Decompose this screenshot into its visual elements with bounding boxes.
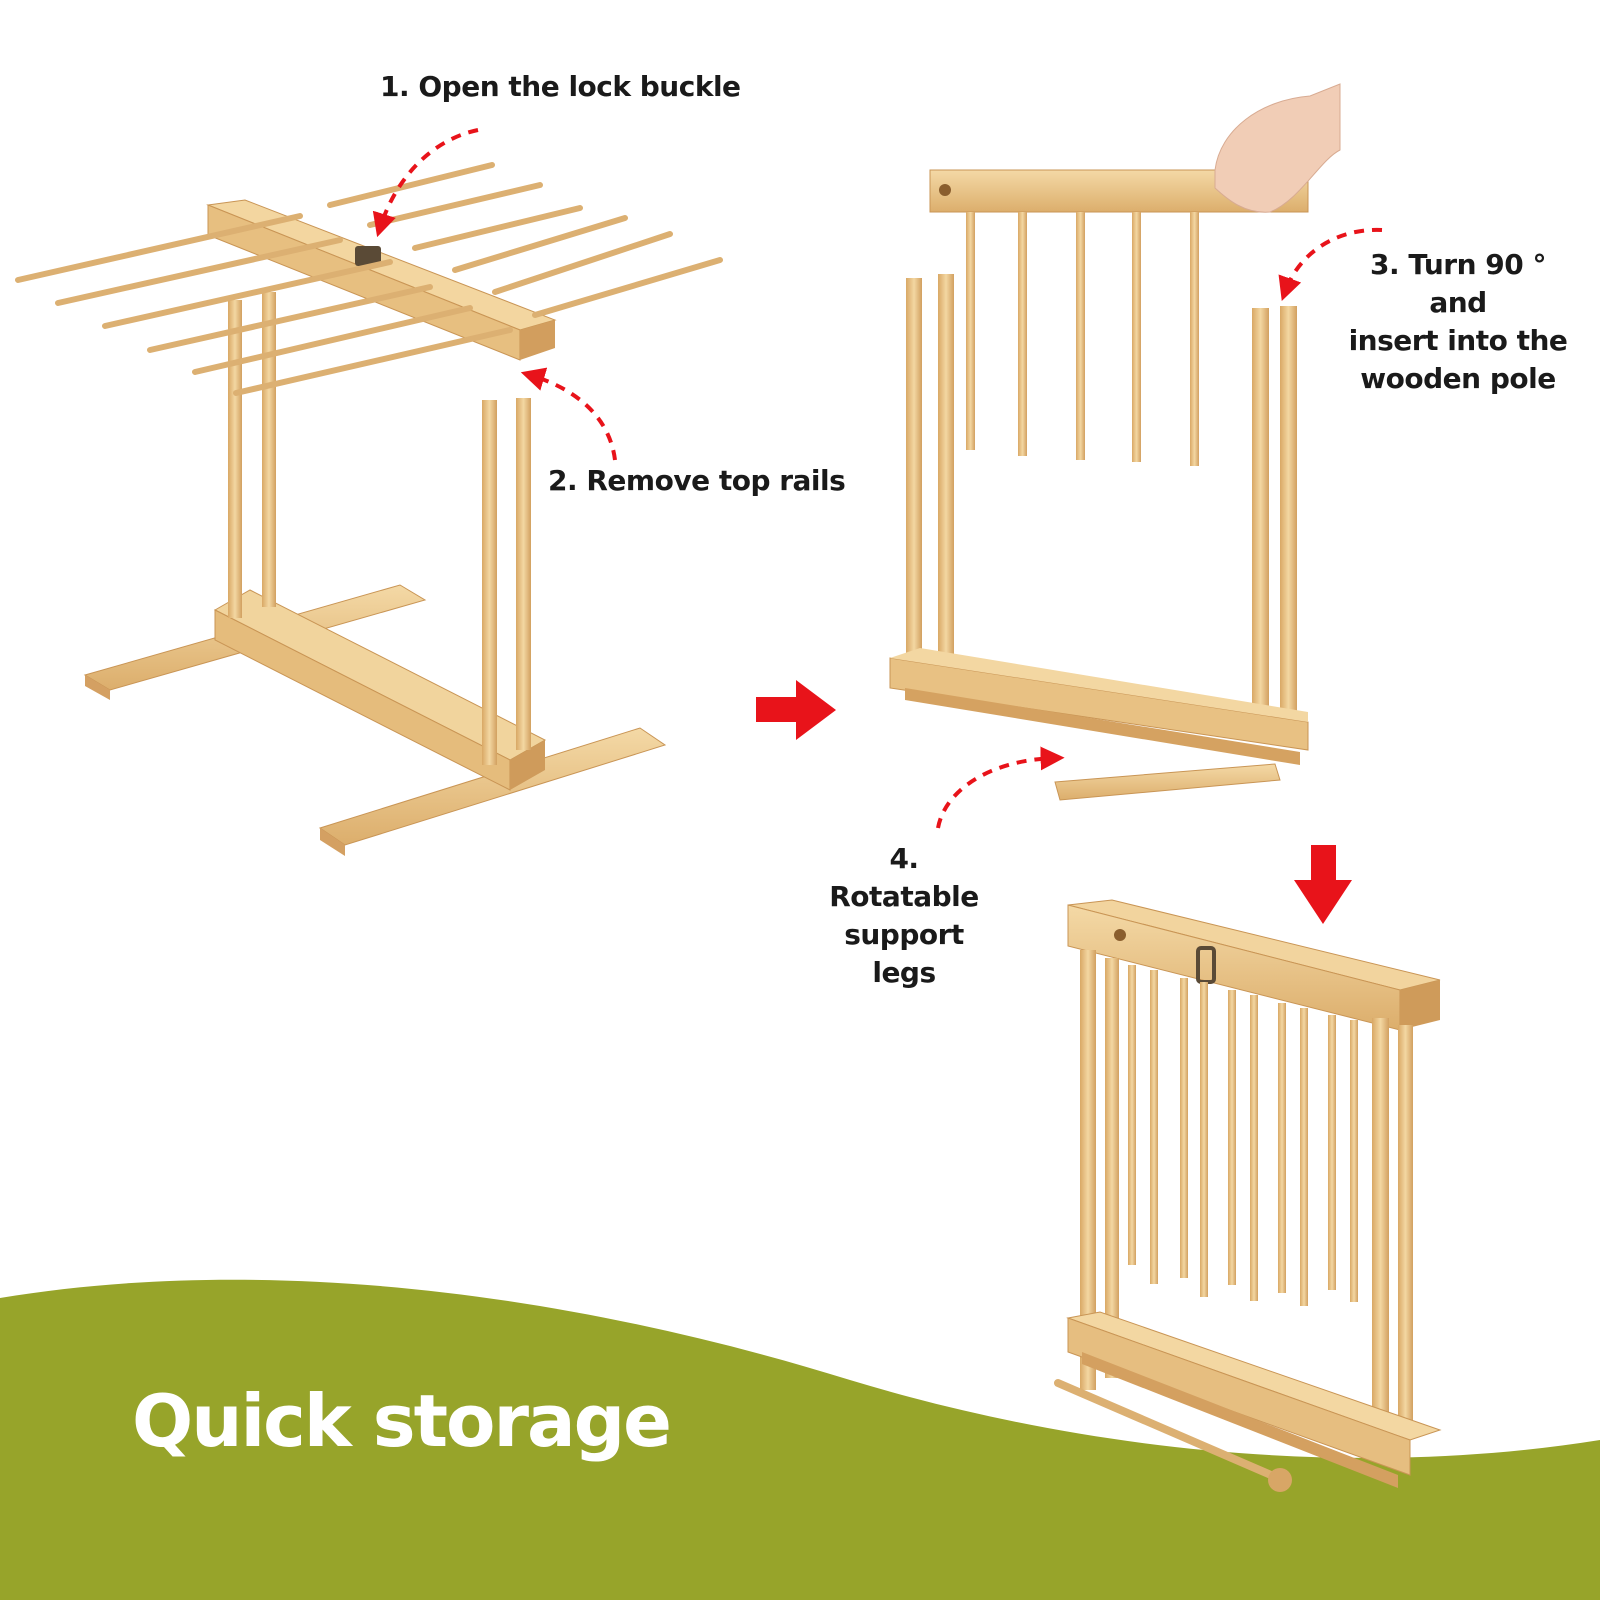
dashed-curved-arrow-icon: [372, 128, 479, 238]
step-1-label: 1. Open the lock buckle: [380, 70, 741, 103]
step-4-label: 4. Rotatable support legs: [829, 842, 979, 989]
step-3-label: 3. Turn 90 ° and insert into the wooden …: [1348, 248, 1568, 395]
step-2-label: 2. Remove top rails: [548, 464, 846, 497]
rack-disassembled: [889, 83, 1341, 801]
dashed-curved-arrow-icon: [520, 367, 617, 461]
green-banner: [0, 1279, 1600, 1600]
dashed-curved-arrow-icon: [936, 746, 1065, 829]
banner-title: Quick storage: [132, 1379, 672, 1463]
dashed-curved-arrow-icon: [1278, 227, 1383, 302]
rack-assembled: [15, 162, 723, 856]
red-arrow-down-icon: [1294, 845, 1352, 924]
rack-folded: [1054, 899, 1442, 1492]
lock-buckle-icon: [355, 246, 381, 266]
red-arrow-right-icon: [756, 680, 836, 740]
hand: [1214, 83, 1341, 213]
